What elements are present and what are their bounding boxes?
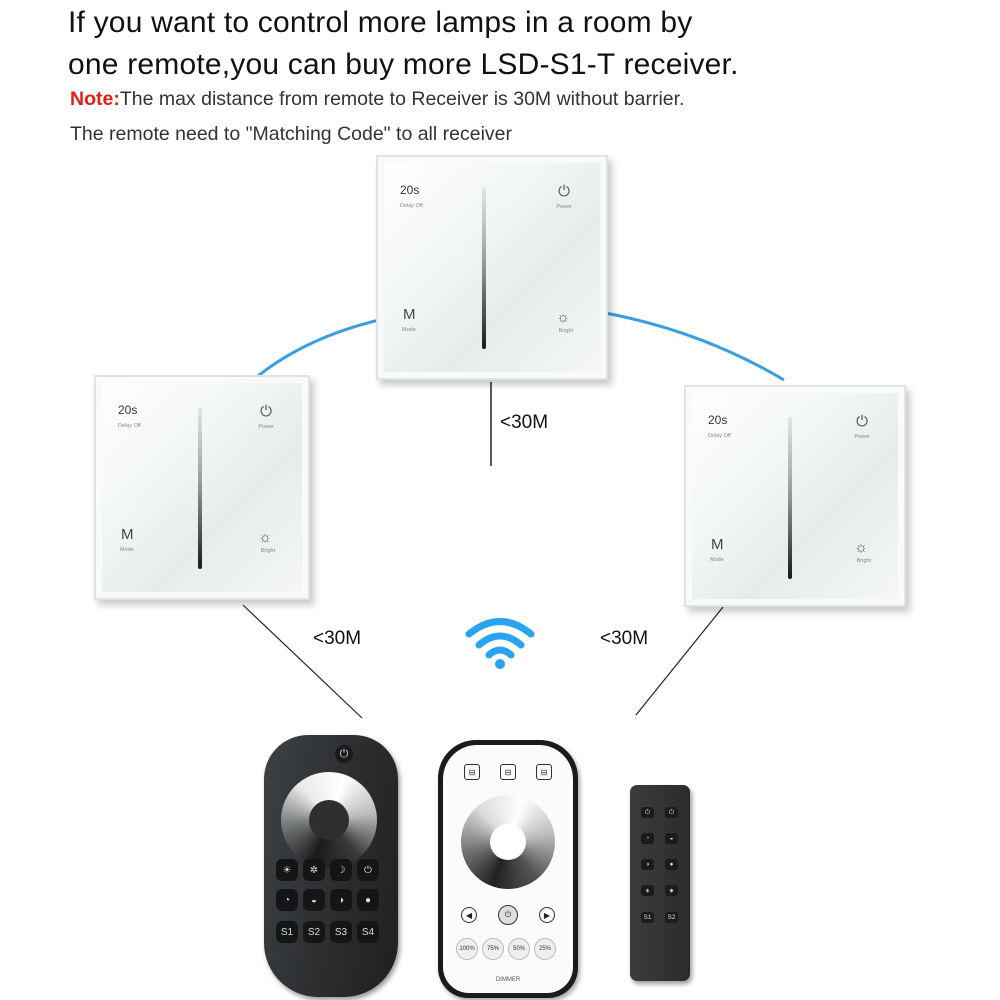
level-button-50[interactable]: 50% [508, 938, 530, 960]
timer-sub-label: Delay Off [708, 433, 731, 439]
power-button[interactable]: ⏻ [498, 905, 518, 925]
note-label: Note: [70, 88, 120, 110]
power-label: Power [854, 434, 870, 440]
level-button-25[interactable]: 25% [534, 938, 556, 960]
remote-button[interactable]: ☽ [330, 859, 352, 881]
timer-label: 20s [118, 403, 138, 417]
dimmer-label: DIMMER [495, 977, 521, 983]
remote-button[interactable]: ◒ [303, 889, 325, 911]
distance-line-left [242, 604, 363, 719]
receiver-panel-right: 20s Delay Off ⏻ Power M Mode ☼ Bright [684, 385, 906, 607]
remote-button[interactable]: S2 [303, 921, 325, 943]
headline-line-2: one remote,you can buy more LSD-S1-T rec… [68, 48, 739, 81]
bright-label: Bright [558, 328, 573, 334]
timer-label: 20s [708, 413, 728, 427]
remote-button[interactable]: ⏻ [357, 859, 379, 881]
dimming-slider [788, 417, 792, 579]
timer-sub-label: Delay Off [400, 203, 423, 209]
level-button-75[interactable]: 75% [482, 938, 504, 960]
zone-button[interactable]: ⊟ [464, 764, 480, 780]
remote-button[interactable]: S4 [357, 921, 379, 943]
link-left [257, 316, 389, 378]
power-icon: ⏻ [260, 403, 272, 420]
timer-label: 20s [400, 183, 420, 197]
mode-sub-label: Mode [710, 557, 724, 563]
remote-button[interactable]: ● [357, 889, 379, 911]
remote-button[interactable]: ◔ [641, 833, 654, 844]
headline: If you want to control more lamps in a r… [68, 2, 988, 86]
remote-face: ⊟ ⊟ ⊟ ◀ ⏻ ▶ 100% 75% 50% 25% DIMMER [443, 745, 573, 993]
mode-sub-label: Mode [120, 547, 134, 553]
wifi-icon [465, 618, 535, 669]
note-line-1: Note:The max distance from remote to Rec… [70, 88, 970, 111]
remote-button[interactable]: ◑ [641, 859, 654, 870]
remote-button[interactable]: S1 [276, 921, 298, 943]
remote-button[interactable]: S2 [665, 912, 678, 923]
remote-button[interactable]: ✷ [665, 885, 678, 896]
distance-label-right: <30M [600, 628, 649, 649]
remote-button[interactable]: ✶ [641, 885, 654, 896]
level-button-100[interactable]: 100% [456, 938, 478, 960]
distance-label-top: <30M [500, 412, 549, 433]
note-line-2: The remote need to "Matching Code" to al… [70, 123, 512, 145]
receiver-panel-left: 20s Delay Off ⏻ Power M Mode ☼ Bright [94, 375, 310, 600]
note-text-1: The max distance from remote to Receiver… [119, 88, 685, 110]
mode-label: M [121, 526, 134, 543]
distance-label-left: <30M [313, 628, 362, 649]
remote-button[interactable]: ◒ [665, 833, 678, 844]
right-arrow-button[interactable]: ▶ [539, 907, 555, 923]
bright-label: Bright [260, 548, 275, 554]
power-label: Power [258, 424, 274, 430]
sun-icon: ☼ [258, 529, 272, 546]
brightness-wheel[interactable] [461, 795, 555, 889]
remote-button[interactable]: ⏻ [641, 807, 654, 818]
sun-icon: ☼ [854, 539, 868, 556]
left-arrow-button[interactable]: ◀ [461, 907, 477, 923]
remote-four-zone: ⏻ ☀ ✲ ☽ ⏻ ◔ ◒ ◑ ● S1 S2 S3 S4 [264, 735, 398, 997]
remote-button[interactable]: ◔ [276, 889, 298, 911]
sun-icon: ☼ [556, 309, 570, 326]
bright-label: Bright [856, 558, 871, 564]
mode-sub-label: Mode [402, 327, 416, 333]
receiver-panel-top: 20s Delay Off ⏻ Power M Mode ☼ Bright [376, 155, 608, 380]
remote-button[interactable]: S1 [641, 912, 654, 923]
dimming-slider [198, 407, 202, 569]
dimming-slider [482, 187, 486, 349]
power-icon: ⏻ [856, 413, 868, 430]
mode-label: M [403, 306, 416, 323]
remote-button[interactable]: ◑ [330, 889, 352, 911]
distance-line-right [635, 606, 724, 716]
remote-button[interactable]: ● [665, 859, 678, 870]
timer-sub-label: Delay Off [118, 423, 141, 429]
remote-power-button[interactable]: ⏻ [335, 745, 353, 763]
remote-button[interactable]: ☀ [276, 859, 298, 881]
zone-button[interactable]: ⊟ [500, 764, 516, 780]
remote-button[interactable]: ⏻ [665, 807, 678, 818]
link-right [599, 310, 785, 382]
remote-slim: ⏻ ⏻ ◔ ◒ ◑ ● ✶ ✷ S1 S2 [630, 785, 690, 981]
remote-dimmer: ⊟ ⊟ ⊟ ◀ ⏻ ▶ 100% 75% 50% 25% DIMMER [438, 740, 578, 998]
color-wheel[interactable] [281, 772, 377, 868]
power-icon: ⏻ [558, 183, 570, 200]
zone-button[interactable]: ⊟ [536, 764, 552, 780]
mode-label: M [711, 536, 724, 553]
power-label: Power [556, 204, 572, 210]
remote-button[interactable]: S3 [330, 921, 352, 943]
headline-line-1: If you want to control more lamps in a r… [68, 6, 693, 39]
remote-button[interactable]: ✲ [303, 859, 325, 881]
